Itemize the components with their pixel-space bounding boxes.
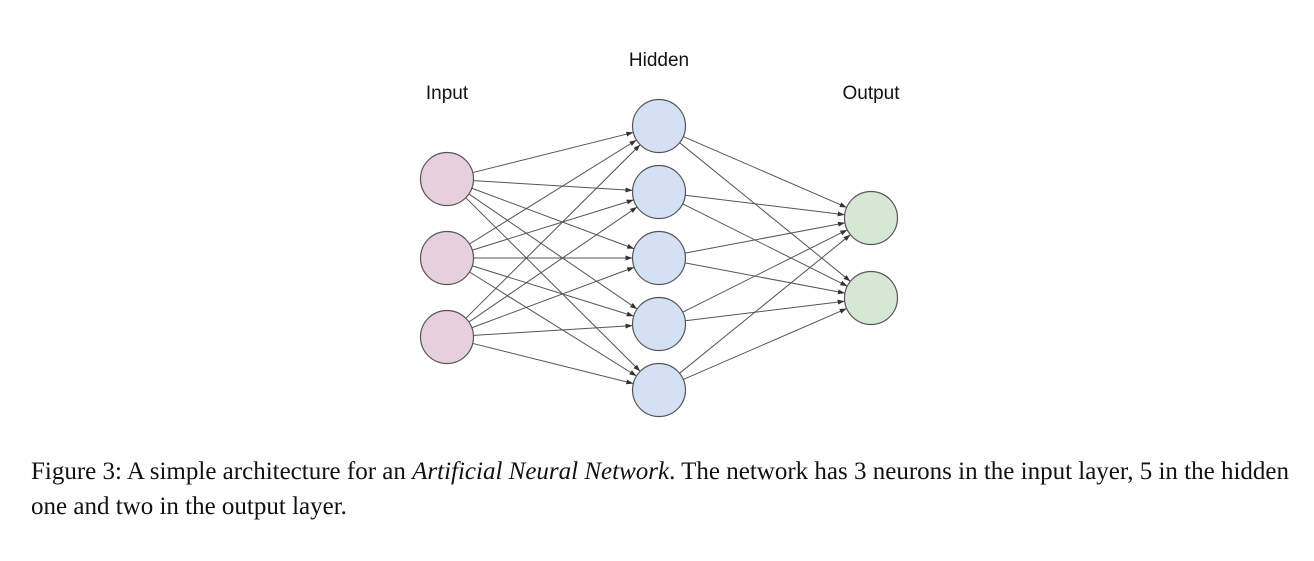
edge-input-1-to-hidden-4 xyxy=(468,193,638,310)
edge-input-3-to-hidden-3 xyxy=(471,266,635,329)
input-neuron-1 xyxy=(419,151,475,207)
edge-input-3-to-hidden-2 xyxy=(468,206,638,323)
edge-hidden-5-to-output-1 xyxy=(679,234,851,374)
hidden-layer-label: Hidden xyxy=(629,50,689,71)
edge-input-2-to-hidden-2 xyxy=(472,199,634,251)
output-neuron-1 xyxy=(843,190,899,246)
output-neuron-2 xyxy=(843,270,899,326)
hidden-neuron-4 xyxy=(631,296,687,352)
caption-prefix: Figure 3: A simple architecture for an xyxy=(31,458,413,485)
neural-network-diagram: Input Hidden Output xyxy=(419,50,900,418)
edge-input-2-to-hidden-4 xyxy=(472,265,634,317)
edge-hidden-2-to-output-1 xyxy=(685,194,845,217)
caption-suffix: . The network has 3 neurons in the input… xyxy=(31,458,1290,520)
edge-input-3-to-hidden-4 xyxy=(473,323,633,336)
input-neuron-3 xyxy=(419,309,475,365)
output-layer-label: Output xyxy=(842,83,900,104)
edge-hidden-3-to-output-2 xyxy=(684,262,846,295)
edge-input-2-to-hidden-1 xyxy=(469,139,637,245)
input-neuron-2 xyxy=(419,230,475,286)
edge-input-2-to-hidden-5 xyxy=(469,271,637,377)
edge-input-3-to-hidden-5 xyxy=(472,342,634,385)
edge-input-3-to-hidden-1 xyxy=(465,144,641,319)
edge-input-1-to-hidden-3 xyxy=(471,187,635,250)
edge-hidden-1-to-output-1 xyxy=(683,136,847,208)
edge-input-1-to-hidden-1 xyxy=(472,131,634,174)
edge-hidden-4-to-output-2 xyxy=(685,299,845,322)
connections xyxy=(465,131,851,385)
hidden-neuron-5 xyxy=(631,362,687,418)
edge-hidden-3-to-output-1 xyxy=(684,221,846,254)
caption-emphasis: Artificial Neural Network xyxy=(412,458,670,485)
input-layer-label: Input xyxy=(426,83,469,104)
hidden-neuron-2 xyxy=(631,164,687,220)
neurons xyxy=(419,98,899,418)
edge-hidden-2-to-output-2 xyxy=(682,203,848,287)
edge-input-1-to-hidden-2 xyxy=(473,180,633,193)
hidden-neuron-3 xyxy=(631,230,687,286)
edge-hidden-5-to-output-2 xyxy=(683,308,847,380)
edge-hidden-4-to-output-1 xyxy=(682,229,848,313)
hidden-neuron-1 xyxy=(631,98,687,154)
figure-caption: Figure 3: A simple architecture for an A… xyxy=(31,454,1301,524)
edge-input-1-to-hidden-5 xyxy=(465,197,641,372)
